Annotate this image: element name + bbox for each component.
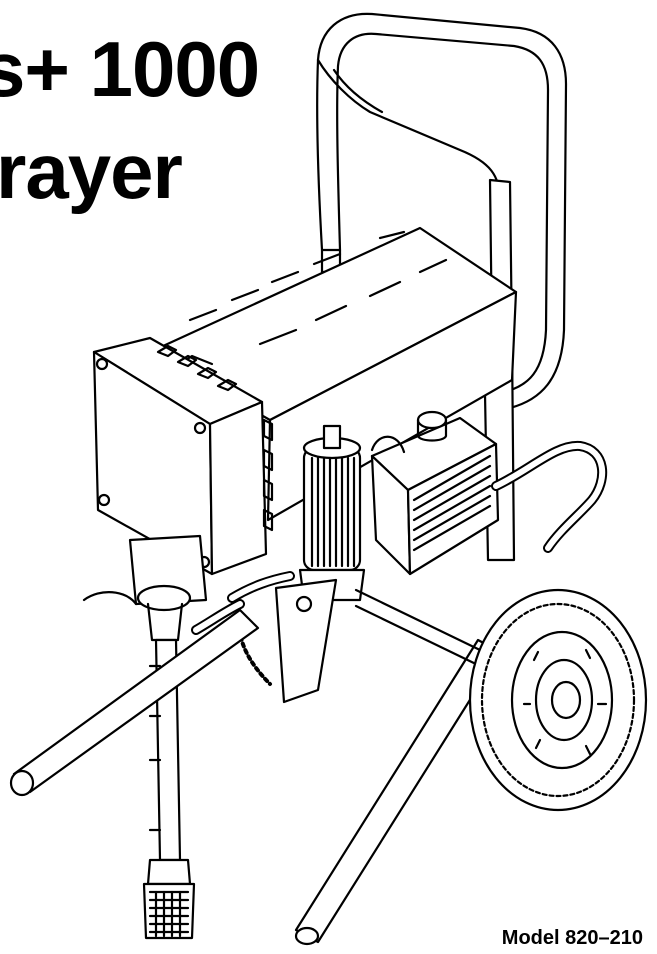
wheel [468, 588, 648, 812]
control-box [92, 336, 274, 576]
pump-assembly [82, 534, 208, 940]
title-line-2: rayer [0, 127, 183, 215]
title-line-1: s+ 1000 [0, 25, 260, 113]
pressure-control [370, 410, 500, 576]
model-label: Model 820–210 [501, 927, 643, 949]
cart-legs [9, 588, 502, 946]
hoses [191, 440, 608, 686]
filter-canister [274, 424, 366, 704]
